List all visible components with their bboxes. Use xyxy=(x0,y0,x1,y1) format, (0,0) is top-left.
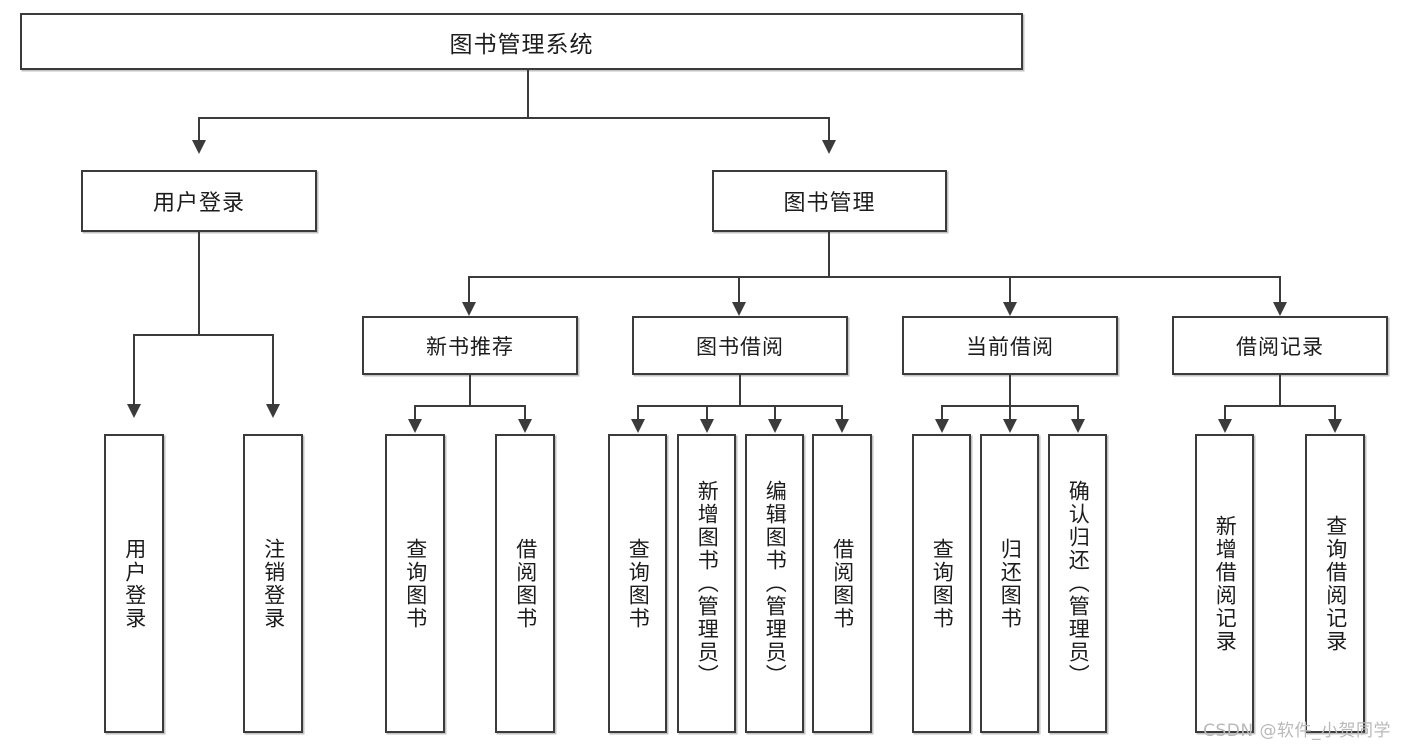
connector-new-book-recommend-branch-1 xyxy=(414,405,416,421)
node-label: 编辑图书（管理员） xyxy=(763,480,788,687)
arrow-to-leaf-logout xyxy=(266,404,280,418)
node-label: 图书管理 xyxy=(783,191,876,216)
node-label: 新增图书（管理员） xyxy=(695,480,720,687)
arrow-to-book-borrow xyxy=(732,302,746,316)
connector-new-book-recommend-stem xyxy=(469,375,471,406)
connector-current-borrow-branch-1 xyxy=(941,405,943,421)
node-root-library-system[interactable]: 图书管理系统 xyxy=(20,13,1023,70)
connector-current-borrow-branch-3 xyxy=(1077,405,1079,421)
leaf-borrow-book-recommend[interactable]: 借阅图书 xyxy=(495,434,555,733)
connector-book-manage-branch-4 xyxy=(1279,276,1281,304)
arrow-to-leaf-edit-book xyxy=(768,419,782,433)
connector-book-borrow-bus xyxy=(637,405,842,407)
arrow-to-leaf-user-login xyxy=(127,404,141,418)
connector-current-borrow-stem xyxy=(1009,375,1011,406)
arrow-to-leaf-add-borrow-record xyxy=(1218,419,1232,433)
node-label: 查询图书 xyxy=(403,537,428,630)
connector-book-borrow-branch-1 xyxy=(637,405,639,421)
connector-borrow-record-branch-1 xyxy=(1224,405,1226,421)
arrow-to-current-borrow xyxy=(1003,302,1017,316)
connector-root-to-user-login xyxy=(198,117,200,142)
leaf-borrow-book[interactable]: 借阅图书 xyxy=(812,434,872,733)
connector-root-bus xyxy=(198,117,829,119)
arrow-to-leaf-borrow-book-2 xyxy=(835,419,849,433)
arrow-to-leaf-confirm-return xyxy=(1071,419,1085,433)
connector-borrow-record-stem xyxy=(1279,375,1281,406)
arrow-to-borrow-record xyxy=(1273,302,1287,316)
node-label: 借阅图书 xyxy=(513,537,538,630)
arrow-to-leaf-add-book xyxy=(700,419,714,433)
connector-book-borrow-branch-4 xyxy=(841,405,843,421)
arrow-to-user-login xyxy=(192,140,206,154)
connector-user-login-branch-1 xyxy=(133,334,135,406)
arrow-to-leaf-query-book-3 xyxy=(935,419,949,433)
leaf-query-borrow-record[interactable]: 查询借阅记录 xyxy=(1305,434,1365,733)
node-book-borrow[interactable]: 图书借阅 xyxy=(632,316,848,375)
node-label: 当前借阅 xyxy=(966,334,1054,359)
node-label: 用户登录 xyxy=(152,191,245,216)
leaf-logout[interactable]: 注销登录 xyxy=(243,434,303,733)
connector-user-login-stem xyxy=(198,232,200,336)
connector-book-manage-stem xyxy=(828,232,830,278)
connector-borrow-record-bus xyxy=(1224,405,1335,407)
connector-book-manage-bus xyxy=(468,276,1280,278)
node-current-borrow[interactable]: 当前借阅 xyxy=(902,316,1118,375)
leaf-add-book-admin[interactable]: 新增图书（管理员） xyxy=(677,434,736,733)
connector-user-login-branch-2 xyxy=(272,334,274,406)
connector-user-login-bus xyxy=(133,334,273,336)
connector-new-book-recommend-branch-2 xyxy=(524,405,526,421)
node-label: 新增借阅记录 xyxy=(1213,514,1238,653)
connector-borrow-record-branch-2 xyxy=(1334,405,1336,421)
arrow-to-leaf-query-borrow-record xyxy=(1328,419,1342,433)
leaf-return-book[interactable]: 归还图书 xyxy=(980,434,1039,733)
node-label: 借阅记录 xyxy=(1236,334,1324,359)
arrow-to-leaf-query-book-2 xyxy=(631,419,645,433)
connector-new-book-recommend-bus xyxy=(414,405,525,407)
connector-book-borrow-branch-2 xyxy=(706,405,708,421)
node-new-book-recommend[interactable]: 新书推荐 xyxy=(362,316,578,375)
node-borrow-record[interactable]: 借阅记录 xyxy=(1172,316,1388,375)
connector-root-stem xyxy=(527,70,529,118)
node-label: 图书管理系统 xyxy=(449,31,594,58)
node-label: 查询图书 xyxy=(930,537,955,630)
leaf-confirm-return-admin[interactable]: 确认归还（管理员） xyxy=(1048,434,1107,733)
leaf-query-book-current[interactable]: 查询图书 xyxy=(912,434,971,733)
leaf-query-book-borrow[interactable]: 查询图书 xyxy=(608,434,667,733)
node-label: 查询借阅记录 xyxy=(1323,514,1348,653)
connector-book-borrow-stem xyxy=(739,375,741,406)
leaf-user-login[interactable]: 用户登录 xyxy=(104,434,164,733)
leaf-query-book-recommend[interactable]: 查询图书 xyxy=(385,434,445,733)
node-label: 新书推荐 xyxy=(426,334,514,359)
arrow-to-leaf-query-book-1 xyxy=(408,419,422,433)
node-user-login[interactable]: 用户登录 xyxy=(81,170,317,232)
connector-root-to-book-manage xyxy=(828,117,830,142)
arrow-to-new-book-recommend xyxy=(462,302,476,316)
node-label: 用户登录 xyxy=(122,537,147,630)
node-label: 注销登录 xyxy=(261,537,286,630)
connector-book-manage-branch-1 xyxy=(468,276,470,304)
node-label: 图书借阅 xyxy=(696,334,784,359)
connector-book-manage-branch-2 xyxy=(738,276,740,304)
connector-book-manage-branch-3 xyxy=(1009,276,1011,304)
node-label: 查询图书 xyxy=(626,537,651,630)
leaf-add-borrow-record[interactable]: 新增借阅记录 xyxy=(1195,434,1254,733)
arrow-to-book-manage xyxy=(822,140,836,154)
connector-book-borrow-branch-3 xyxy=(774,405,776,421)
leaf-edit-book-admin[interactable]: 编辑图书（管理员） xyxy=(745,434,804,733)
node-label: 归还图书 xyxy=(998,537,1023,630)
connector-current-borrow-branch-2 xyxy=(1009,405,1011,421)
node-label: 借阅图书 xyxy=(830,537,855,630)
node-label: 确认归还（管理员） xyxy=(1066,480,1091,687)
watermark: CSDN @软件_小贺同学 xyxy=(1203,721,1391,741)
arrow-to-leaf-return-book xyxy=(1003,419,1017,433)
arrow-to-leaf-borrow-book-1 xyxy=(518,419,532,433)
node-book-manage[interactable]: 图书管理 xyxy=(712,170,947,232)
